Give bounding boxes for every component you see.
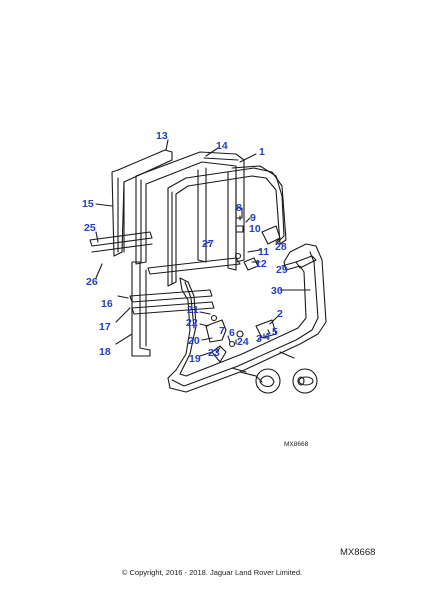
callout-25: 25 xyxy=(84,222,96,234)
rear-channel xyxy=(131,261,151,357)
callout-13: 13 xyxy=(156,130,168,142)
door-glass xyxy=(111,149,173,257)
callout-27: 27 xyxy=(202,238,214,250)
callout-21: 21 xyxy=(187,304,199,316)
callout-15: 15 xyxy=(82,198,94,210)
callout-9: 9 xyxy=(250,212,256,224)
callout-7: 7 xyxy=(219,325,225,337)
waist-seal xyxy=(89,231,153,247)
callout-1: 1 xyxy=(259,146,265,158)
copyright-notice: © Copyright, 2016 - 2018. Jaguar Land Ro… xyxy=(121,568,303,577)
seal-profile-detail-right xyxy=(292,368,318,394)
lower-runner xyxy=(129,289,213,303)
callout-10: 10 xyxy=(249,223,261,235)
door-seal xyxy=(167,243,327,393)
callout-2: 2 xyxy=(277,308,283,320)
callout-24: 24 xyxy=(237,336,249,348)
callout-6: 6 xyxy=(229,327,235,339)
seal-profile-detail-left xyxy=(255,368,281,394)
diagram-reference-small: MX8668 xyxy=(284,441,309,448)
callout-23: 23 xyxy=(208,347,220,359)
callout-14: 14 xyxy=(216,140,228,152)
callout-28: 28 xyxy=(275,241,287,253)
callout-16: 16 xyxy=(101,298,113,310)
door-seal-frame xyxy=(167,167,287,287)
callout-8: 8 xyxy=(236,202,242,214)
callout-18: 18 xyxy=(99,346,111,358)
callout-5: 5 xyxy=(272,326,278,338)
callout-11: 11 xyxy=(258,246,270,258)
callout-20: 20 xyxy=(188,335,200,347)
callout-30: 30 xyxy=(271,285,283,297)
callout-22: 22 xyxy=(186,317,198,329)
callout-19: 19 xyxy=(189,353,201,365)
cant-rail-seal xyxy=(231,165,285,245)
callout-4: 4 xyxy=(264,331,270,343)
callout-12: 12 xyxy=(255,258,267,270)
callout-26: 26 xyxy=(86,276,98,288)
seal-clip xyxy=(295,255,317,269)
diagram-reference: MX8668 xyxy=(340,547,376,558)
lock-bracket xyxy=(205,319,227,343)
callout-29: 29 xyxy=(276,264,288,276)
callout-17: 17 xyxy=(99,321,111,333)
glass-channel xyxy=(197,167,207,263)
callout-3: 3 xyxy=(256,333,262,345)
